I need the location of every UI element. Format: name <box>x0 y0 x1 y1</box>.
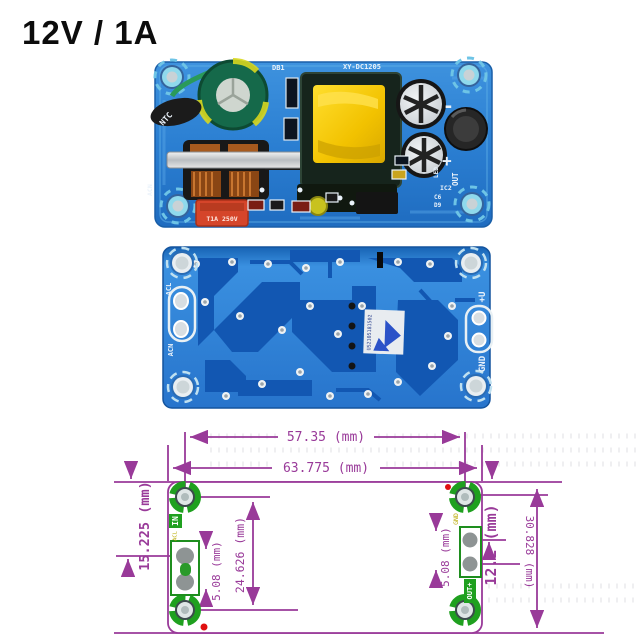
dimension-lines <box>114 429 604 634</box>
common-mode-choke <box>166 140 334 200</box>
pcb-trace-outline <box>159 65 488 223</box>
dc-output-pads <box>464 304 494 354</box>
thin-traces <box>250 258 475 402</box>
out-label: OUT+ <box>466 583 474 600</box>
silk-c6: C6 <box>434 194 442 201</box>
mounting-holes-bottom-photo <box>165 246 493 404</box>
out-label-box <box>464 579 476 603</box>
pcb-top-photo: NTC T1A 250V <box>146 56 493 228</box>
dim-edge-to-output: 12.2 (mm) <box>482 504 500 585</box>
dim-board-height: 30.828 (mm) <box>523 516 536 589</box>
silk-plus: + <box>442 151 452 170</box>
dim-hole-pitch-v: 24.626 (mm) <box>233 517 247 593</box>
dimension-diagram: IN ACL GND OUT+ 57.35 (mm) 63.775 (mm) 1… <box>114 429 638 634</box>
mounting-holes-diagram <box>169 481 481 626</box>
sticker-text: US2105181502 <box>366 314 373 350</box>
fuse: T1A 250V <box>195 199 249 227</box>
in-label: IN <box>171 516 180 526</box>
product-title: 12V / 1A <box>22 14 159 51</box>
silk-model: XY-DC1205 <box>343 63 381 71</box>
acl-small-label: ACL <box>173 530 179 541</box>
output-capacitor-2 <box>401 132 447 178</box>
qc-sticker: US2105181502 <box>363 309 405 355</box>
gnd-small-label: GND <box>452 513 460 525</box>
silk-ic2: IC2 <box>440 184 452 192</box>
dim-output-pitch: 5.08 (mm) <box>439 527 452 587</box>
ac-input-pads <box>167 285 197 343</box>
ntc-thermistor: NTC <box>150 97 202 127</box>
toroid-inductor <box>169 58 269 131</box>
smd-bar <box>377 252 383 268</box>
silk-acl: ACL <box>165 283 173 296</box>
dim-input-pitch: 5.08 (mm) <box>210 541 223 601</box>
silk-db1: DB1 <box>272 64 285 72</box>
silk-out: OUT <box>451 172 460 186</box>
input-terminal-diagram <box>170 540 200 596</box>
red-dot-bottom <box>200 623 208 631</box>
silk-minus: - <box>443 96 454 117</box>
silk-d9: D9 <box>434 202 442 209</box>
silk-gnd: GND <box>478 355 488 372</box>
fuse-label: T1A 250V <box>206 215 237 223</box>
dimension-labels: 57.35 (mm) 63.775 (mm) 15.225 (mm) 5.08 … <box>137 430 536 601</box>
silk-led: LED <box>433 167 440 178</box>
dim-edge-to-input: 15.225 (mm) <box>137 481 153 570</box>
in-label-box <box>169 514 182 528</box>
through-pins <box>348 302 356 370</box>
ic-chip <box>356 192 398 214</box>
dim-board-width: 63.775 (mm) <box>283 461 369 476</box>
silk-acn-top: ACN <box>146 184 154 196</box>
output-capacitor-1 <box>396 79 446 129</box>
output-inductor <box>444 107 488 151</box>
dim-hole-pitch-h: 57.35 (mm) <box>287 430 365 445</box>
silk-plus-u: +U <box>478 292 488 303</box>
output-terminal-diagram <box>459 526 482 578</box>
pcb-bottom-photo: ACL ACN +U GND US2105181502 <box>162 246 494 409</box>
red-dot-top <box>445 484 451 490</box>
ceramic-capacitor <box>308 196 328 216</box>
transformer <box>297 72 402 212</box>
smd-components <box>247 77 410 213</box>
solder-pads <box>192 258 456 400</box>
silk-acn-bottom: ACN <box>167 344 175 357</box>
